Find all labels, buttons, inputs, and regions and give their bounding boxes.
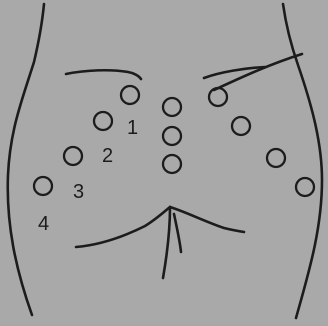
left-upper-contour <box>66 70 141 79</box>
marker-circle <box>94 112 112 130</box>
left-body-contour <box>8 4 44 315</box>
marker-circle <box>163 127 181 145</box>
marker-circle <box>209 88 227 106</box>
center-cleft-inner <box>174 214 181 252</box>
marker-circle <box>296 178 314 196</box>
marker-circle <box>232 117 250 135</box>
marker-circle <box>163 155 181 173</box>
right-body-contour <box>283 4 322 318</box>
marker-circle <box>34 177 52 195</box>
label-2: 2 <box>102 145 113 167</box>
label-1: 1 <box>127 117 138 139</box>
marker-circle <box>163 98 181 116</box>
lower-left-fold <box>76 207 170 247</box>
lower-right-fold <box>170 207 244 232</box>
label-4: 4 <box>38 213 49 235</box>
center-cleft-line <box>163 207 170 278</box>
marker-circle <box>121 86 139 104</box>
marker-circle <box>64 147 82 165</box>
marker-circle <box>267 149 285 167</box>
label-3: 3 <box>73 181 84 203</box>
